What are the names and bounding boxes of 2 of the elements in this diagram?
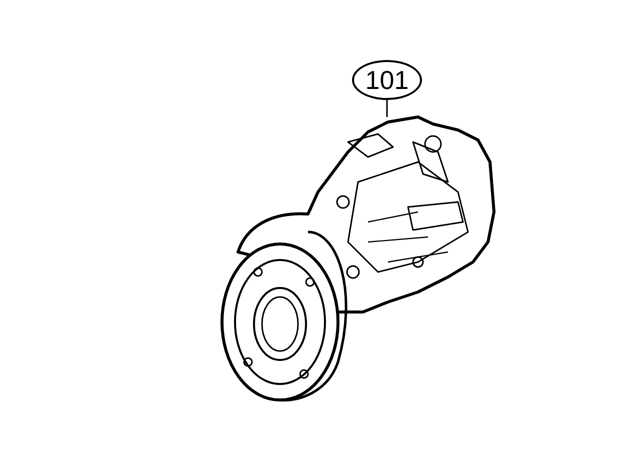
callout-number: 101	[352, 60, 422, 100]
leader-line	[386, 100, 388, 117]
